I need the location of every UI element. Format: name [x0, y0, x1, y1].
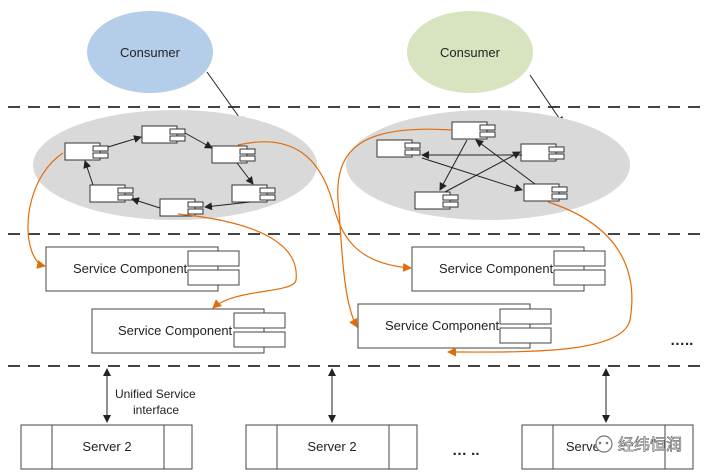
- consumer-right-arrow: [529, 74, 564, 125]
- service-component-1-label: Service Component: [73, 261, 188, 276]
- orange-link-node3-to-sc3: [237, 141, 412, 272]
- left-node-6: [159, 198, 204, 217]
- orange-link-node1-to-sc1: [27, 152, 64, 269]
- orange-links: [27, 128, 633, 357]
- ellipsis-components: …..: [670, 332, 693, 349]
- service-component-3-label: Service Component: [439, 261, 554, 276]
- consumer-right: [407, 11, 533, 93]
- server-2-label: Server 2: [307, 439, 356, 454]
- watermark-text: 经纬恒润: [618, 435, 682, 454]
- left-cluster-arrows: [83, 132, 254, 211]
- left-node-2: [141, 125, 186, 144]
- left-node-4: [231, 184, 276, 203]
- left-node-3: [211, 145, 256, 164]
- service-component-2: Service Component: [91, 308, 286, 354]
- consumer-left-arrow: [206, 71, 245, 125]
- wechat-icon: [595, 435, 613, 453]
- consumer-right-label: Consumer: [440, 45, 501, 60]
- right-node-3: [520, 143, 565, 162]
- ellipsis-servers: … ..: [452, 442, 480, 459]
- server-1-label: Server 2: [82, 439, 131, 454]
- interface-label-line1: Unified Service: [115, 387, 196, 401]
- server-1: Server 2: [20, 424, 193, 470]
- right-node-4: [414, 191, 459, 210]
- consumer-left: [87, 11, 213, 93]
- server-2: Server 2: [245, 424, 418, 470]
- right-node-1: [451, 121, 496, 140]
- orange-link-node6-to-sc2: [177, 213, 297, 309]
- orange-link-rnode1-to-sc4: [337, 128, 453, 328]
- service-component-4: Service Component: [357, 303, 552, 349]
- service-component-1: Service Component: [45, 246, 240, 292]
- server-3-label: Server: [566, 439, 605, 454]
- consumer-left-label: Consumer: [120, 45, 181, 60]
- right-cluster-arrows: [421, 139, 536, 193]
- service-component-2-label: Service Component: [118, 323, 233, 338]
- watermark: 经纬恒润: [595, 435, 682, 454]
- service-component-4-label: Service Component: [385, 318, 500, 333]
- orange-link-rnode5-to-sc4: [447, 201, 633, 357]
- right-node-5: [523, 183, 568, 202]
- right-node-2: [376, 139, 421, 158]
- left-node-1: [64, 142, 109, 161]
- service-component-3: Service Component: [411, 246, 606, 292]
- interface-label-line2: interface: [133, 403, 179, 417]
- left-node-5: [89, 184, 134, 203]
